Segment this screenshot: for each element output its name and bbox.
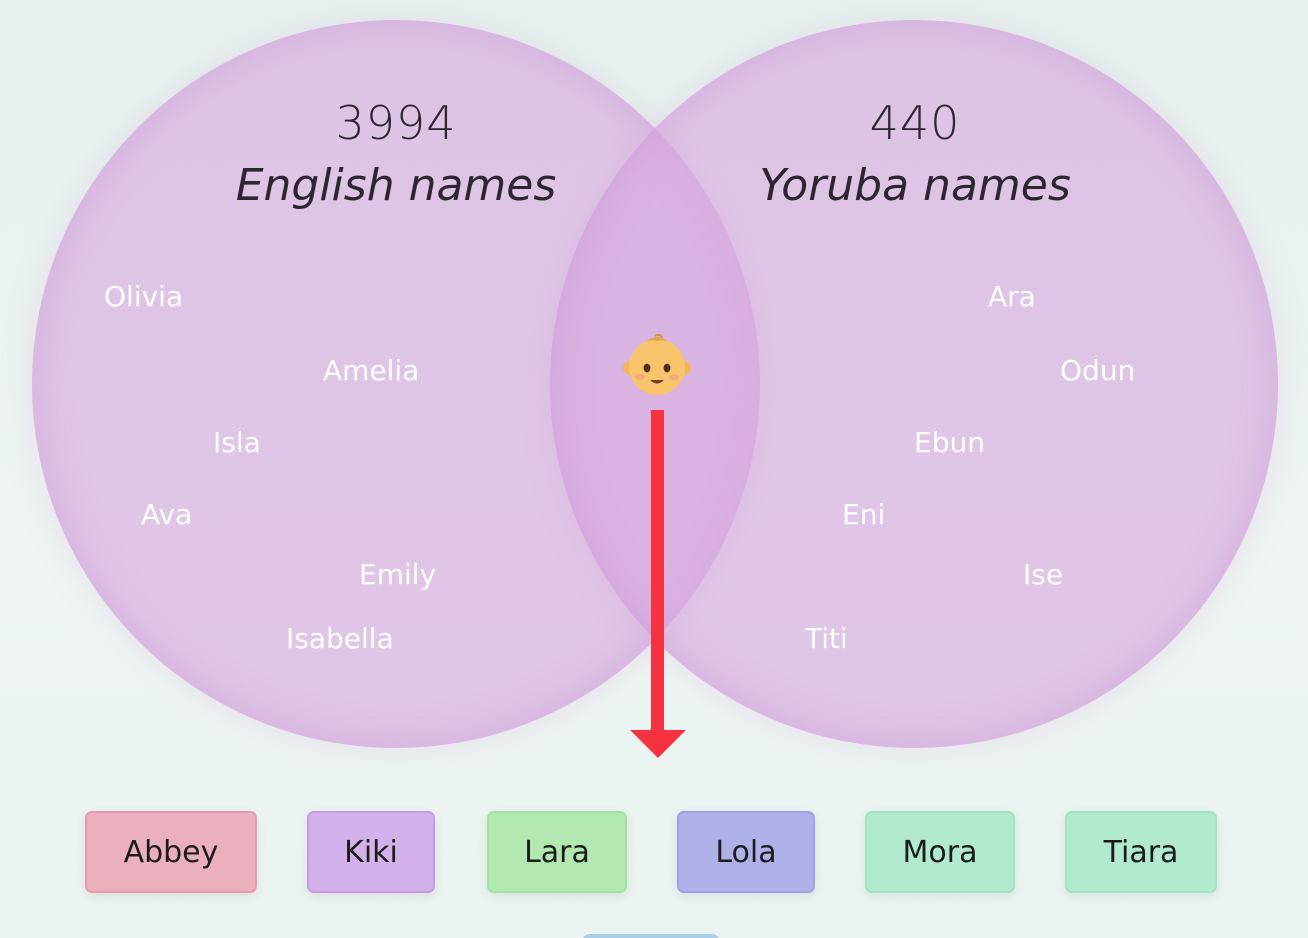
result-name-button[interactable]: Abbey xyxy=(85,811,257,893)
arrow-shaft xyxy=(651,410,664,732)
yoruba-name: Eni xyxy=(842,498,886,531)
english-name: Isabella xyxy=(286,622,394,655)
result-name-button[interactable]: Lara xyxy=(487,811,627,893)
yoruba-name: Titi xyxy=(805,622,848,655)
result-name-button[interactable]: Mora xyxy=(865,811,1015,893)
yoruba-name: Ise xyxy=(1023,558,1064,591)
english-name: Olivia xyxy=(104,280,184,313)
yoruba-count: 440 xyxy=(869,96,961,150)
english-name: Isla xyxy=(213,426,261,459)
english-name: Emily xyxy=(359,558,437,591)
bottom-tab[interactable] xyxy=(582,934,720,938)
english-count: 3994 xyxy=(335,96,457,150)
arrow-down-icon xyxy=(630,730,686,758)
result-name-button[interactable]: Lola xyxy=(677,811,815,893)
result-name-button[interactable]: Tiara xyxy=(1065,811,1217,893)
result-name-button[interactable]: Kiki xyxy=(307,811,435,893)
yoruba-label: Yoruba names xyxy=(759,160,1071,211)
english-label: English names xyxy=(235,160,557,211)
yoruba-name: Odun xyxy=(1060,354,1136,387)
yoruba-name: Ara xyxy=(988,280,1036,313)
baby-face-icon xyxy=(623,333,691,395)
english-name: Ava xyxy=(141,498,193,531)
yoruba-name: Ebun xyxy=(914,426,985,459)
english-name: Amelia xyxy=(323,354,420,387)
